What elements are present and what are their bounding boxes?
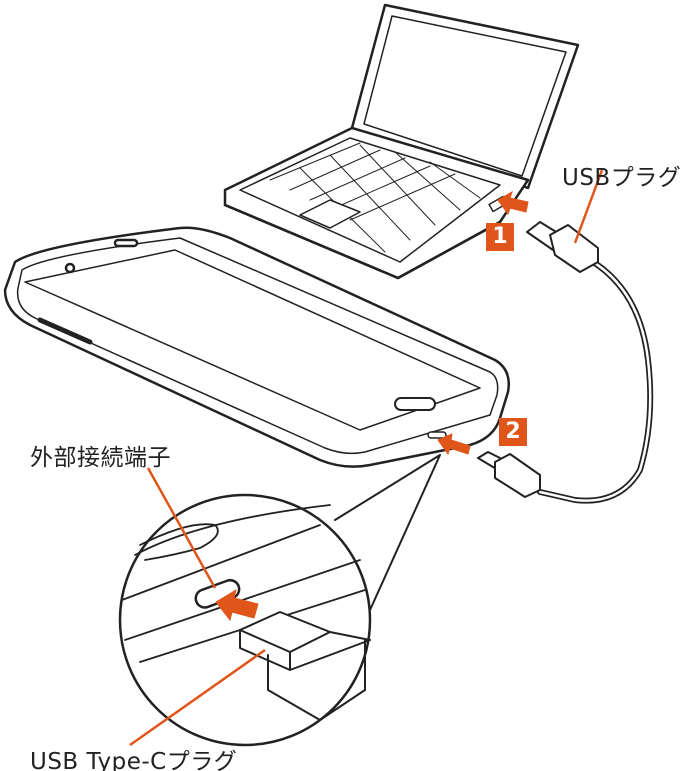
magnified-view (118, 454, 441, 747)
usb-plug-label: USBプラグ (562, 165, 682, 191)
external-port-label: 外部接続端子 (30, 445, 171, 471)
arrow-to-phone-icon (437, 433, 471, 456)
step-2-badge: 2 (499, 418, 527, 446)
smartphone (3, 226, 510, 468)
arrow-magnified-icon (215, 588, 259, 622)
usb-typec-plug (477, 451, 541, 498)
arrow-to-laptop-icon (497, 190, 529, 216)
usb-a-plug (526, 221, 599, 273)
usb-typec-plug-label: USB Type-Cプラグ (30, 749, 238, 771)
port-leader (146, 467, 217, 589)
usb-cable (537, 257, 654, 504)
step-1-badge: 1 (486, 223, 514, 251)
usb-plug-leader (573, 169, 604, 244)
laptop (223, 3, 580, 280)
typec-leader (129, 648, 266, 747)
